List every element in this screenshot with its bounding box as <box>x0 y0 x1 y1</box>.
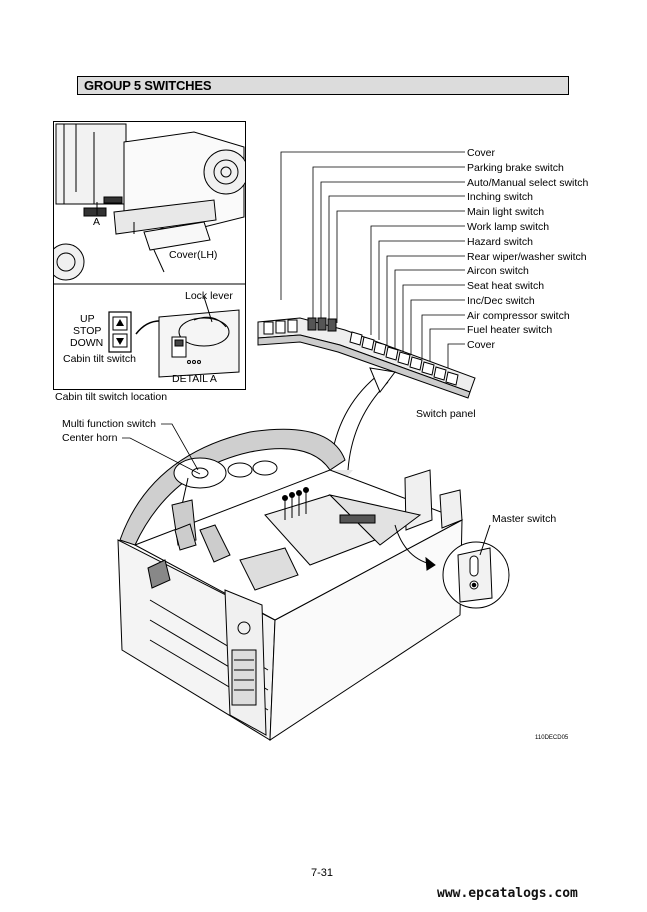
callout-inching-switch: Inching switch <box>467 191 533 203</box>
cabin-tilt-switch-label: Cabin tilt switch <box>63 353 136 365</box>
down-label: DOWN <box>70 337 104 349</box>
switch-panel-drawing <box>257 317 476 399</box>
callout-auto-manual-select-switch: Auto/Manual select switch <box>467 177 589 189</box>
callout-air-compressor-switch: Air compressor switch <box>467 310 570 322</box>
website-watermark[interactable]: www.epcatalogs.com <box>437 886 578 901</box>
cabin-drawing <box>117 428 464 741</box>
lock-lever-label: Lock lever <box>185 290 233 302</box>
inset-caption: Cabin tilt switch location <box>55 391 168 403</box>
callout-work-lamp-switch: Work lamp switch <box>467 221 550 233</box>
section-title: GROUP 5 SWITCHES <box>84 78 212 93</box>
center-horn-label: Center horn <box>62 432 118 444</box>
master-switch-detail <box>442 524 510 609</box>
callout-parking-brake-switch: Parking brake switch <box>467 162 564 174</box>
callout-hazard-switch: Hazard switch <box>467 236 533 248</box>
callout-fuel-heater-switch: Fuel heater switch <box>467 324 553 336</box>
cabin-tilt-detail-inset: Cover(LH) A Lock lever UP STOP DOWN Cabi… <box>53 121 246 390</box>
callout-rear-wiper-washer-switch: Rear wiper/washer switch <box>467 251 587 263</box>
master-switch-label: Master switch <box>492 513 557 525</box>
callout-main-light-switch: Main light switch <box>467 206 545 218</box>
drawing-code: 110DECD05 <box>535 735 569 741</box>
callout-a-label: A <box>93 216 101 228</box>
callout-cover-top: Cover <box>467 147 496 159</box>
callout-cover-bottom: Cover <box>467 339 496 351</box>
stop-label: STOP <box>73 325 102 337</box>
switch-panel-label: Switch panel <box>416 408 476 420</box>
up-label: UP <box>80 313 95 325</box>
forklift-side-illustration <box>54 123 245 378</box>
callout-inc-dec-switch: Inc/Dec switch <box>467 295 535 307</box>
detail-a-label: DETAIL A <box>172 373 217 385</box>
page-number: 7-31 <box>311 867 334 879</box>
section-heading: GROUP 5 SWITCHES <box>77 76 569 95</box>
multi-function-switch-label: Multi function switch <box>62 418 156 430</box>
cover-lh-label: Cover(LH) <box>169 249 218 261</box>
callout-aircon-switch: Aircon switch <box>467 265 529 277</box>
callout-seat-heat-switch: Seat heat switch <box>467 280 545 292</box>
